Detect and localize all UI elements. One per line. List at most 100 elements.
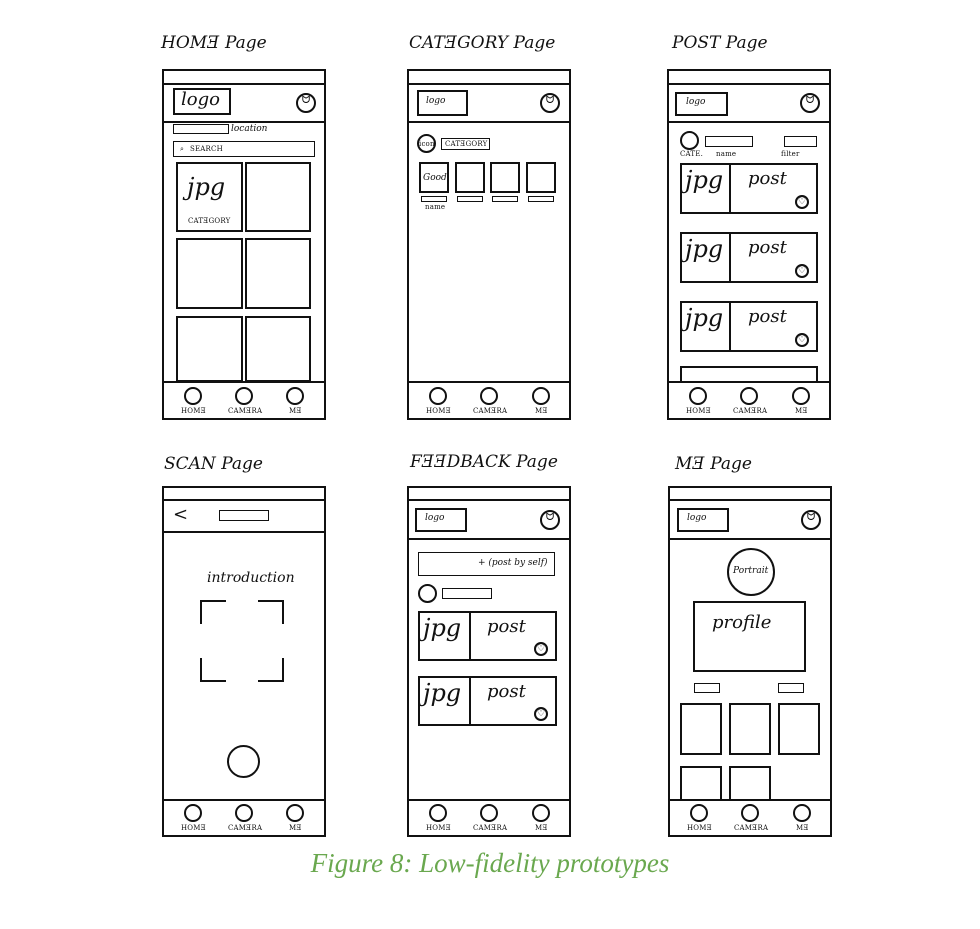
category-tile bbox=[176, 162, 243, 232]
me-page-title: MƎ Page bbox=[675, 454, 752, 474]
heart-icon: ♡ bbox=[534, 707, 548, 721]
post-card-jpg: jpg bbox=[685, 235, 724, 263]
add-post-button bbox=[418, 552, 555, 576]
nav-me-label: MƎ bbox=[796, 824, 809, 832]
heart-icon: ♡ bbox=[795, 264, 809, 278]
nav-camera-label: CAMƎRA bbox=[228, 824, 263, 832]
feedback-phone-frame bbox=[407, 486, 571, 837]
feedback-card-jpg: jpg bbox=[423, 614, 462, 642]
post-card-partial bbox=[680, 366, 818, 382]
good-item bbox=[419, 162, 449, 193]
location-label: location bbox=[231, 124, 268, 134]
good-item bbox=[490, 162, 520, 193]
post-phone-frame bbox=[667, 69, 831, 420]
chat-icon: ᗢ bbox=[801, 510, 821, 530]
post-logo: logo bbox=[686, 97, 706, 107]
shutter-button bbox=[227, 745, 260, 778]
chat-icon: ᗢ bbox=[540, 510, 560, 530]
tile-jpg: jpg bbox=[187, 173, 226, 201]
filter-label: filter bbox=[781, 150, 800, 158]
profile-box bbox=[693, 601, 806, 672]
nav-me-icon bbox=[532, 387, 550, 405]
nav-me-icon bbox=[532, 804, 550, 822]
nav-home-icon bbox=[429, 387, 447, 405]
me-grid-item bbox=[729, 766, 771, 800]
nav-camera-label: CAMƎRA bbox=[733, 407, 768, 415]
category-phone-frame bbox=[407, 69, 571, 420]
me-logo: logo bbox=[687, 513, 707, 523]
location-field bbox=[173, 124, 229, 134]
me-grid-item bbox=[680, 766, 722, 800]
me-logo-box bbox=[677, 508, 729, 532]
feedback-logo-box bbox=[415, 508, 467, 532]
nav-me-icon bbox=[793, 804, 811, 822]
post-cate-circle bbox=[680, 131, 699, 150]
me-stat-field bbox=[694, 683, 720, 693]
nav-camera-icon bbox=[741, 804, 759, 822]
profile-label: profile bbox=[712, 612, 772, 633]
portrait-label: Portrait bbox=[733, 566, 769, 576]
home-phone-frame bbox=[162, 69, 326, 420]
good-item bbox=[526, 162, 556, 193]
search-label: SEARCH bbox=[190, 145, 223, 153]
me-grid-item bbox=[778, 703, 820, 755]
scan-introduction: introduction bbox=[207, 570, 295, 586]
category-icon-circle bbox=[417, 134, 436, 153]
nav-me-label: MƎ bbox=[795, 407, 808, 415]
nav-me-label: MƎ bbox=[535, 407, 548, 415]
nav-me-label: MƎ bbox=[289, 824, 302, 832]
post-card bbox=[680, 301, 818, 352]
nav-home-icon bbox=[184, 387, 202, 405]
post-card bbox=[680, 163, 818, 214]
feedback-post-card bbox=[418, 611, 557, 661]
scan-title-field bbox=[219, 510, 269, 521]
scan-page-title: SCAN Page bbox=[164, 454, 263, 474]
add-post-label: + (post by self) bbox=[478, 558, 548, 568]
post-logo-box bbox=[675, 92, 728, 116]
category-tile bbox=[245, 238, 311, 309]
tile-category: CATƎGORY bbox=[188, 217, 231, 225]
nav-home-label: HOMƎ bbox=[686, 407, 711, 415]
home-page-title: HOMƎ Page bbox=[161, 33, 267, 53]
category-chip-label: CATƎGORY bbox=[445, 140, 488, 148]
post-filter-field bbox=[784, 136, 817, 147]
nav-home-icon bbox=[690, 804, 708, 822]
name-label: name bbox=[716, 150, 737, 158]
nav-camera-icon bbox=[235, 804, 253, 822]
nav-me-icon bbox=[286, 804, 304, 822]
nav-me-icon bbox=[286, 387, 304, 405]
feedback-card-text: post bbox=[487, 616, 526, 637]
post-card-text: post bbox=[748, 306, 787, 327]
heart-icon: ♡ bbox=[534, 642, 548, 656]
nav-home-icon bbox=[689, 387, 707, 405]
category-tile bbox=[245, 162, 311, 232]
good-name-label: name bbox=[425, 203, 446, 211]
feedback-card-jpg: jpg bbox=[423, 679, 462, 707]
category-tile bbox=[176, 316, 243, 382]
nav-home-label: HOMƎ bbox=[181, 407, 206, 415]
nav-camera-icon bbox=[235, 387, 253, 405]
category-logo-box bbox=[417, 90, 468, 116]
good-item bbox=[455, 162, 485, 193]
nav-home-label: HOMƎ bbox=[426, 407, 451, 415]
nav-home-label: HOMƎ bbox=[687, 824, 712, 832]
heart-icon: ♡ bbox=[795, 333, 809, 347]
post-page-title: POST Page bbox=[672, 33, 768, 53]
feedback-logo: logo bbox=[425, 513, 445, 523]
category-tile bbox=[176, 238, 243, 309]
category-chip bbox=[441, 138, 490, 150]
nav-home-icon bbox=[184, 804, 202, 822]
post-card bbox=[680, 232, 818, 283]
post-card-jpg: jpg bbox=[685, 304, 724, 332]
good-label: Good bbox=[423, 173, 447, 183]
figure-caption: Figure 8: Low-fidelity prototypes bbox=[310, 848, 670, 878]
nav-me-label: MƎ bbox=[535, 824, 548, 832]
feedback-page-title: FƎƎDBACK Page bbox=[410, 452, 558, 472]
nav-camera-icon bbox=[480, 387, 498, 405]
category-icon-label: icon bbox=[419, 140, 435, 148]
category-logo: logo bbox=[426, 96, 446, 106]
me-grid-item bbox=[729, 703, 771, 755]
me-grid-item bbox=[680, 703, 722, 755]
nav-camera-label: CAMƎRA bbox=[473, 407, 508, 415]
post-card-text: post bbox=[748, 237, 787, 258]
